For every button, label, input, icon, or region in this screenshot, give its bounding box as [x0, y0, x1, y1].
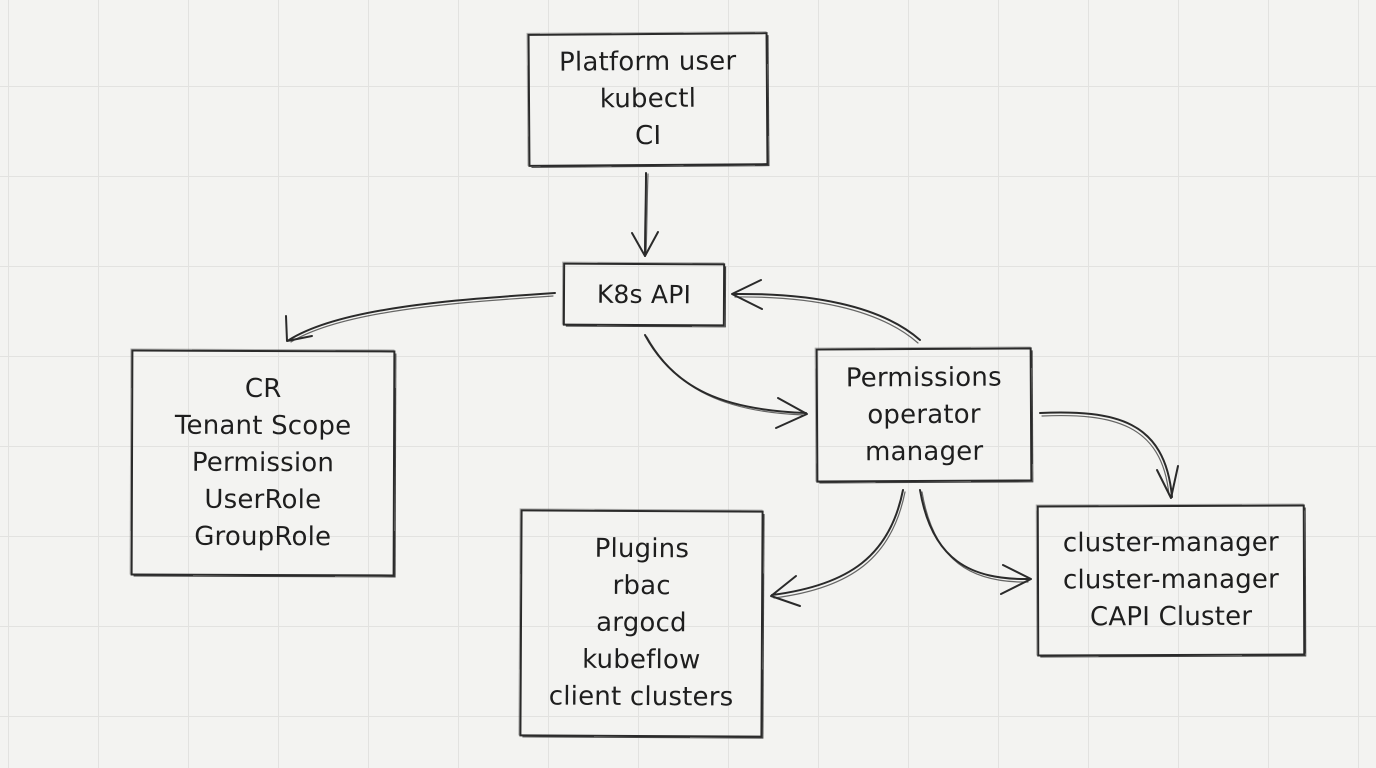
cluster-manager-node: cluster-manager cluster-manager CAPI Clu… — [1036, 504, 1306, 657]
node-label: client clusters — [548, 681, 734, 713]
node-label: Platform user — [559, 46, 737, 78]
node-label: CI — [635, 120, 662, 152]
k8s-api-node: K8s API — [562, 262, 726, 327]
node-label: operator — [867, 399, 981, 430]
edge-k8s-to-cr — [285, 292, 556, 343]
node-label: Tenant Scope — [174, 410, 352, 441]
node-label: manager — [864, 436, 984, 467]
cr-node: CR Tenant Scope Permission UserRole Grou… — [130, 349, 396, 577]
node-label: Permission — [191, 447, 335, 478]
node-label: CAPI Cluster — [1089, 601, 1253, 633]
node-label: K8s API — [596, 279, 692, 310]
edge-perm-to-plugins — [770, 489, 906, 607]
permissions-operator-node: Permissions operator manager — [815, 347, 1033, 483]
node-label: UserRole — [204, 484, 322, 515]
edge-perm-to-cluster-upper — [1039, 411, 1179, 499]
platform-user-node: Platform user kubectl CI — [527, 32, 769, 167]
node-label: rbac — [612, 570, 671, 602]
edge-k8s-to-perm — [644, 334, 808, 429]
node-label: Plugins — [594, 533, 690, 565]
node-label: kubeflow — [582, 644, 701, 676]
plugins-node: Plugins rbac argocd kubeflow client clus… — [519, 509, 764, 738]
node-label: cluster-manager — [1062, 564, 1280, 596]
node-label: argocd — [596, 607, 687, 639]
edge-perm-to-k8s — [731, 279, 921, 344]
node-label: cluster-manager — [1062, 527, 1279, 559]
node-label: kubectl — [599, 83, 697, 115]
node-label: CR — [244, 373, 282, 404]
node-label: GroupRole — [194, 521, 332, 552]
node-label: Permissions — [845, 362, 1002, 393]
edge-user-to-k8s — [631, 172, 659, 257]
edge-perm-to-cluster-lower — [919, 489, 1032, 595]
